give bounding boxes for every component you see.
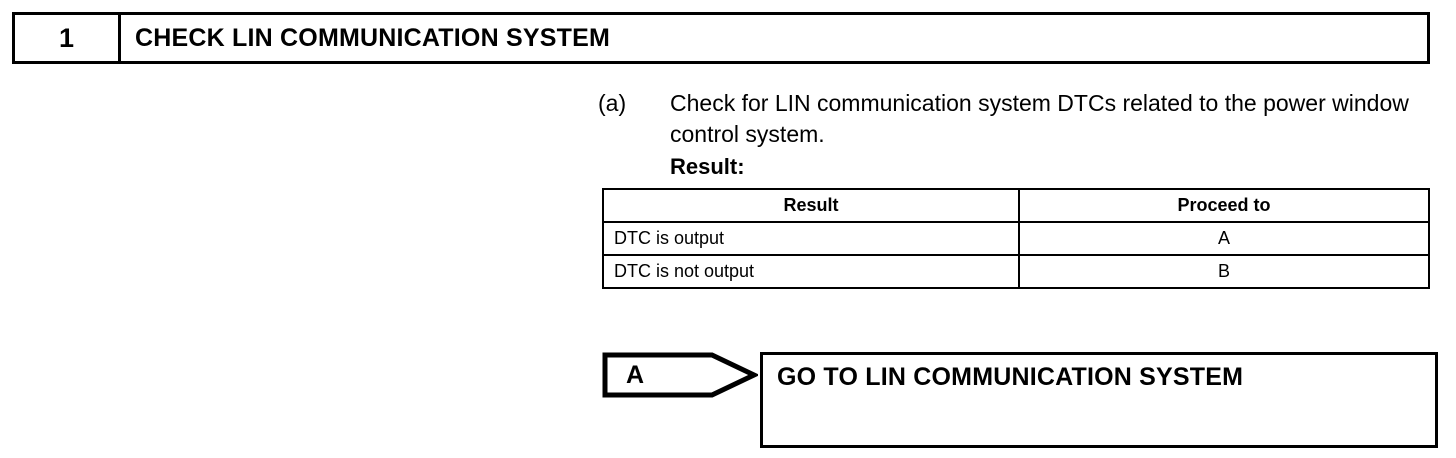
cell-proceed-to: B [1018,254,1430,289]
goto-block: A GO TO LIN COMMUNICATION SYSTEM [602,352,1438,448]
arrow-label: A [626,361,645,389]
procedure-label: (a) [598,90,627,116]
table-row: DTC is not output B [602,254,1430,289]
cell-result: DTC is not output [602,254,1020,289]
result-heading: Result: [670,154,745,179]
arrow-shape: A [602,352,758,398]
procedure-paragraph: (a) Check for LIN communication system D… [598,88,1438,150]
cell-proceed-to: A [1018,221,1430,256]
column-header-result: Result [602,188,1020,223]
procedure-content: (a) Check for LIN communication system D… [598,88,1438,289]
goto-action-box: GO TO LIN COMMUNICATION SYSTEM [760,352,1438,448]
result-table: Result Proceed to DTC is output A DTC is… [602,188,1430,289]
column-header-proceed-to: Proceed to [1018,188,1430,223]
step-header: 1 CHECK LIN COMMUNICATION SYSTEM [12,12,1430,64]
table-row: DTC is output A [602,221,1430,256]
goto-action-label: GO TO LIN COMMUNICATION SYSTEM [777,363,1244,391]
step-number: 1 [15,15,121,61]
table-header-row: Result Proceed to [602,188,1430,223]
procedure-text: Check for LIN communication system DTCs … [670,90,1409,147]
step-title: CHECK LIN COMMUNICATION SYSTEM [135,23,610,52]
cell-result: DTC is output [602,221,1020,256]
